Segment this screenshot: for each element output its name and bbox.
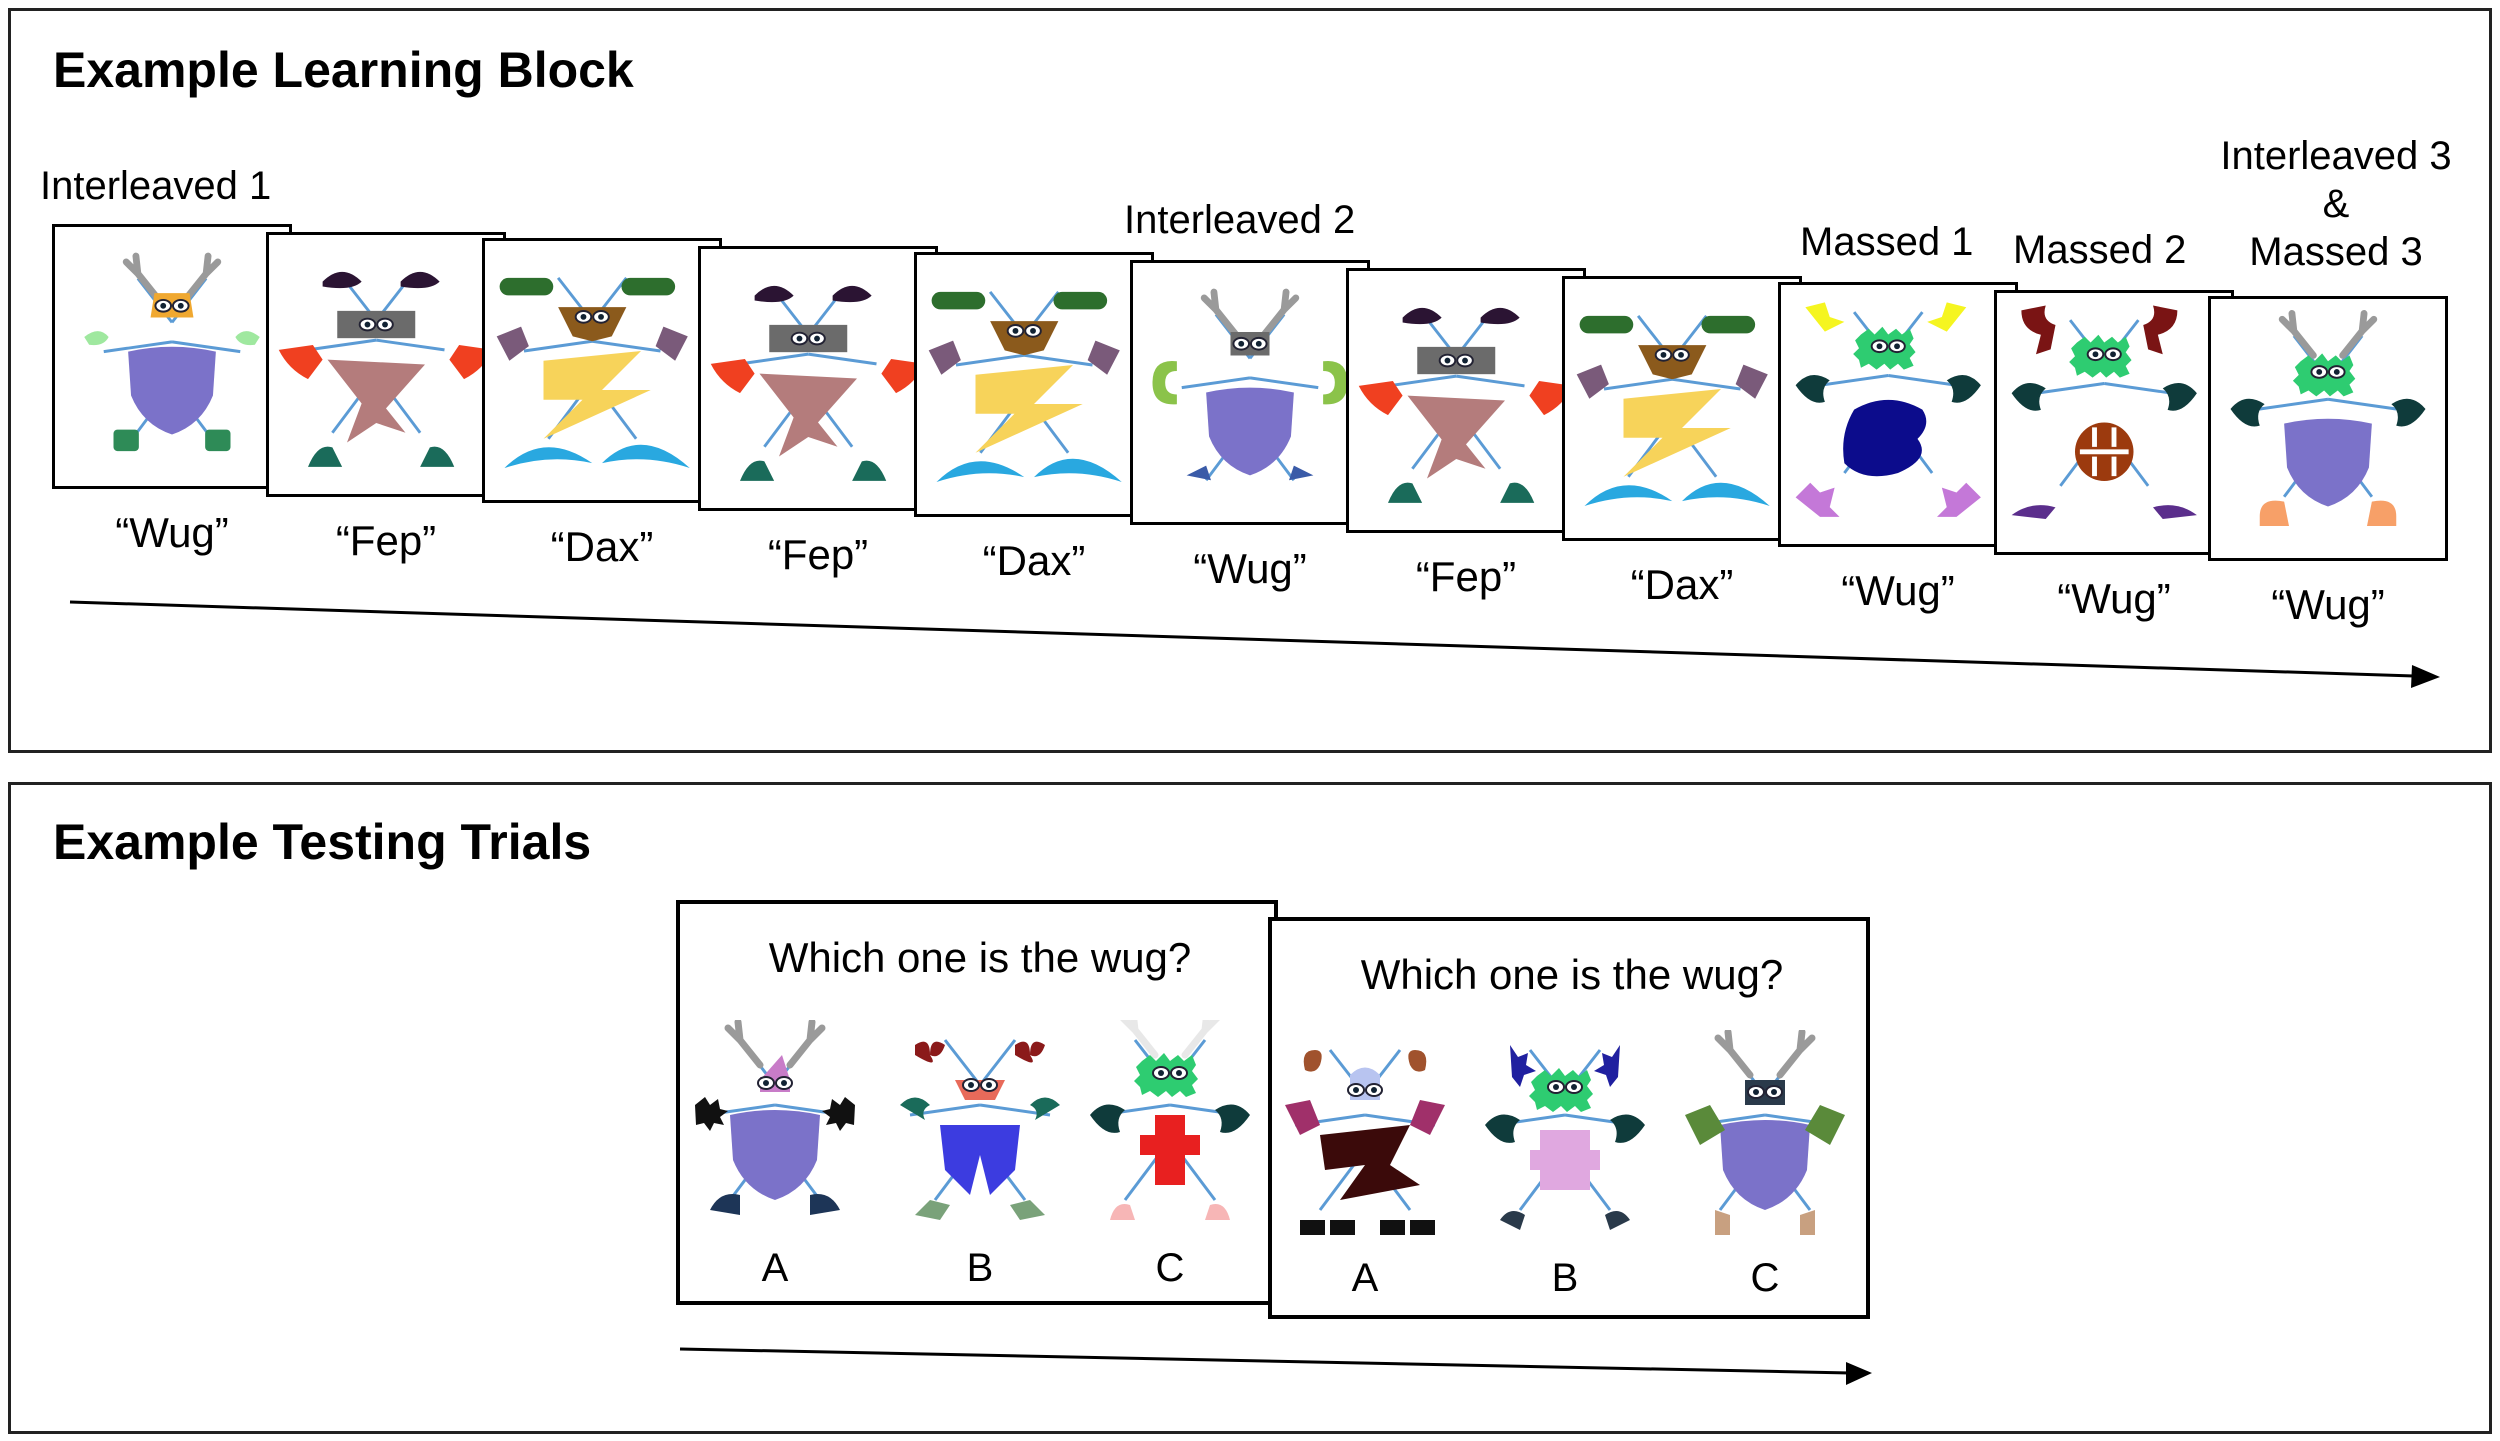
answer-option-b[interactable] (895, 1020, 1065, 1240)
answer-option-b[interactable] (1480, 1030, 1650, 1250)
creature-illustration (900, 1039, 1060, 1220)
creature-illustration (84, 252, 260, 452)
creature-illustration (1795, 302, 1981, 517)
card-word-label: “Fep” (335, 517, 437, 564)
creature-illustration (1685, 1030, 1845, 1235)
learning-card (1562, 276, 1802, 541)
card-word-label: “Wug” (1193, 545, 1307, 592)
answer-option-letter: C (1750, 1256, 1780, 1300)
condition-label-line: Interleaved 3 (2220, 134, 2452, 178)
condition-label-interleaved-3-massed-3: Interleaved 3 & Massed 3 (2196, 132, 2476, 276)
condition-label-line: Massed 3 (2249, 230, 2423, 274)
testing-trial-2: Which one is the wug? (1268, 917, 1870, 1319)
creature-illustration (2230, 310, 2426, 526)
learning-card (482, 238, 722, 503)
learning-card (1994, 290, 2234, 555)
testing-trial-1: Which one is the wug? (676, 900, 1278, 1305)
creature-illustration (1285, 1049, 1445, 1235)
creature-illustration (496, 276, 690, 468)
card-word-label: “Fep” (1415, 553, 1517, 600)
card-word-label: “Dax” (1630, 561, 1734, 608)
condition-label-interleaved-1: Interleaved 1 (40, 164, 272, 208)
card-word-label: “Wug” (2271, 581, 2385, 628)
card-word-label: “Dax” (550, 523, 654, 570)
creature-illustration (695, 1020, 855, 1215)
card-word-label: “Wug” (1841, 567, 1955, 614)
creature-illustration (1152, 288, 1348, 482)
trial-question: Which one is the wug? (768, 934, 1192, 981)
creature-illustration (928, 290, 1122, 482)
card-word-label: “Wug” (2057, 575, 2171, 622)
learning-block-title: Example Learning Block (53, 42, 634, 98)
answer-option-a[interactable] (1280, 1030, 1450, 1250)
answer-option-letter: A (761, 1246, 789, 1290)
answer-option-c[interactable] (1680, 1030, 1850, 1250)
condition-label-line: & (2322, 182, 2350, 226)
answer-option-letter: B (966, 1246, 994, 1290)
learning-card (1346, 268, 1586, 533)
learning-card (266, 232, 506, 497)
creature-illustration (1485, 1045, 1645, 1230)
condition-label-massed-1: Massed 1 (1800, 220, 1974, 264)
answer-option-c[interactable] (1085, 1020, 1255, 1240)
creature-illustration (1358, 307, 1574, 503)
card-word-label: “Fep” (767, 531, 869, 578)
learning-card (1778, 282, 2018, 547)
learning-card (2208, 296, 2448, 561)
creature-illustration (1576, 314, 1770, 506)
answer-option-letter: C (1155, 1246, 1185, 1290)
creature-illustration (278, 271, 494, 467)
card-word-label: “Dax” (982, 537, 1086, 584)
creature-illustration (2011, 305, 2197, 520)
learning-card (52, 224, 292, 489)
learning-card (1130, 260, 1370, 525)
card-word-label: “Wug” (115, 509, 229, 556)
answer-option-letter: A (1351, 1256, 1379, 1300)
answer-option-letter: B (1551, 1256, 1579, 1300)
learning-card (914, 252, 1154, 517)
trial-question: Which one is the wug? (1360, 951, 1784, 998)
condition-label-interleaved-2: Interleaved 2 (1124, 198, 1356, 242)
testing-trials-title: Example Testing Trials (53, 814, 592, 870)
condition-label-massed-2: Massed 2 (2013, 228, 2187, 272)
learning-card (698, 246, 938, 511)
creature-illustration (1090, 1020, 1250, 1220)
answer-option-a[interactable] (690, 1020, 860, 1240)
creature-illustration (710, 285, 926, 481)
